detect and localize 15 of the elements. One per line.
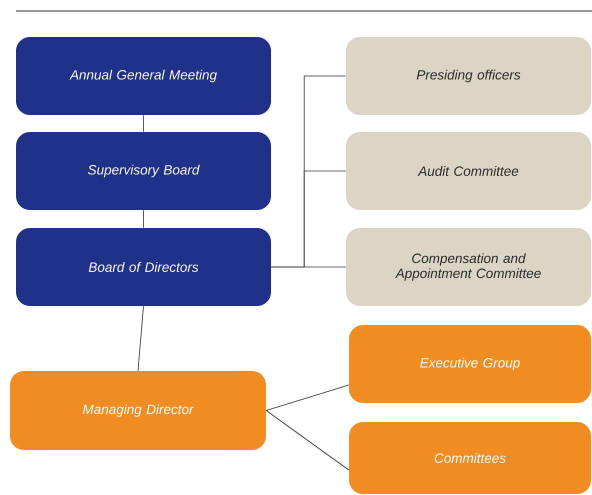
committee-box: Presiding officers xyxy=(346,37,591,115)
connector-line xyxy=(143,210,144,228)
governance-box: Annual General Meeting xyxy=(16,37,271,115)
management-box: Managing Director xyxy=(10,371,266,450)
governance-box: Supervisory Board xyxy=(16,132,271,210)
connector-line xyxy=(266,384,350,411)
connector-line xyxy=(266,410,350,470)
committee-box: Audit Committee xyxy=(346,132,591,210)
connector-line xyxy=(143,114,144,132)
governance-box: Board of Directors xyxy=(16,228,271,306)
management-box: Executive Group xyxy=(349,325,591,403)
committee-box: Compensation and Appointment Committee xyxy=(346,228,591,306)
management-box: Committees xyxy=(349,422,591,494)
connector-line xyxy=(270,266,346,268)
connector-line xyxy=(138,306,144,372)
